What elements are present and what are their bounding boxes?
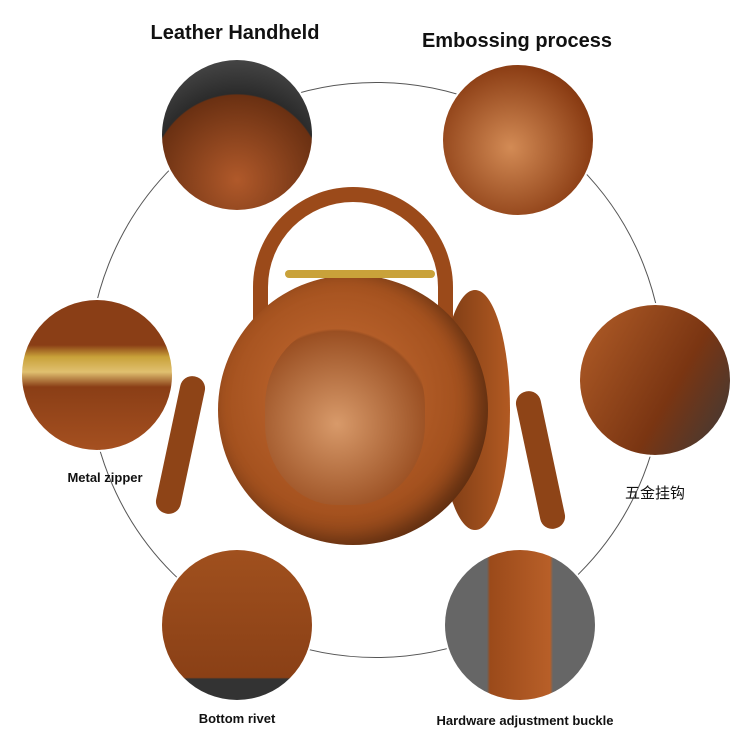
detail-zipper-photo <box>22 300 172 450</box>
bag-zipper <box>285 270 435 278</box>
embossed-rabbit <box>265 325 425 505</box>
detail-embossing-photo <box>443 65 593 215</box>
detail-rivet-photo <box>162 550 312 700</box>
detail-handle-photo <box>162 60 312 210</box>
label-hardware-hook: 五金挂钩 <box>624 485 686 502</box>
detail-hook-photo <box>580 305 730 455</box>
label-adjustment-buckle: Hardware adjustment buckle <box>436 713 614 728</box>
label-leather-handheld: Leather Handheld <box>150 22 320 44</box>
label-embossing-process: Embossing process <box>421 30 613 52</box>
label-metal-zipper: Metal zipper <box>67 470 143 485</box>
detail-buckle-photo <box>445 550 595 700</box>
label-bottom-rivet: Bottom rivet <box>198 711 276 726</box>
